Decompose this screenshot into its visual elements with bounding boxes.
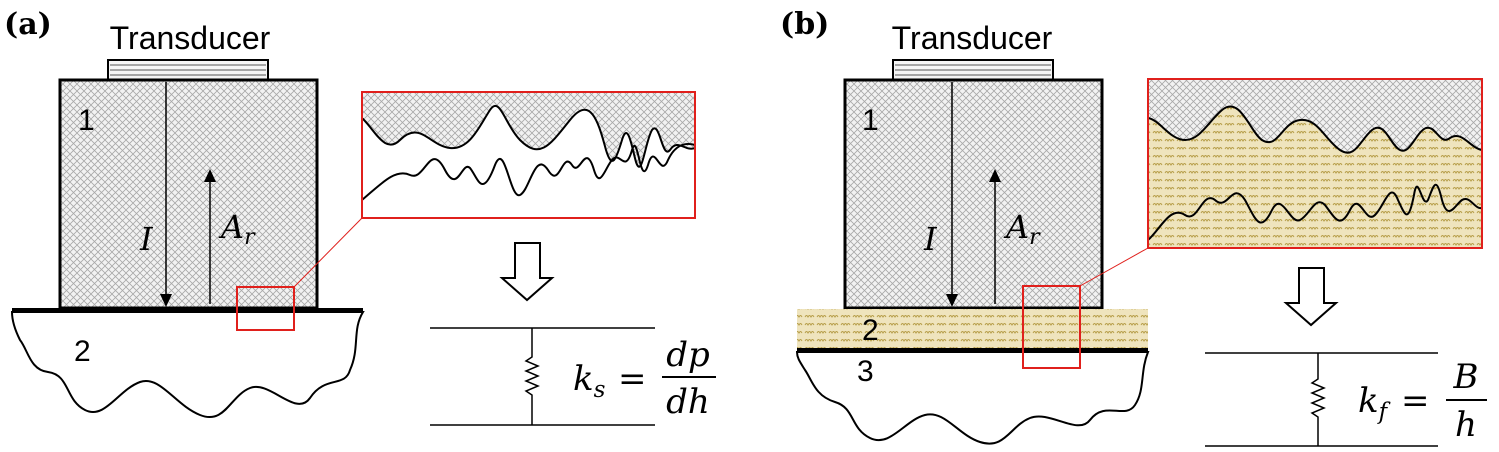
- svg-text:B: B: [1453, 357, 1479, 397]
- svg-text:=: =: [1401, 381, 1430, 421]
- svg-text:dh: dh: [666, 382, 710, 422]
- equivalence-arrow-b: [1283, 267, 1339, 327]
- spring-model-a: [430, 327, 655, 426]
- substrate-2-a: [10, 311, 365, 418]
- stiffness-equation-a: ks = dp dh: [573, 335, 716, 422]
- zoom-connector-a: [293, 217, 363, 288]
- transducer-label-a: Transducer: [110, 20, 271, 56]
- substrate-3-b: [795, 351, 1150, 445]
- zoom-region-box-b: [1022, 285, 1081, 369]
- svg-text:=: =: [618, 359, 647, 399]
- layer-1-label-a: 1: [78, 104, 95, 137]
- material-1-block-a: [58, 78, 319, 310]
- incident-label-a: I: [139, 220, 154, 258]
- fluid-film-inset-b: [1147, 78, 1483, 249]
- spring-model-b: [1205, 352, 1438, 447]
- svg-text:h: h: [1455, 405, 1477, 445]
- zoom-region-box-a: [236, 286, 295, 331]
- reflected-wave-arrow-b: [989, 169, 1001, 304]
- svg-text:ks: ks: [573, 359, 606, 403]
- stiffness-equation-b: kf = B h: [1358, 357, 1487, 445]
- layer-3-label-b: 3: [857, 355, 874, 388]
- zoom-connector-b: [1079, 247, 1149, 287]
- reflected-label-a: Ar: [218, 208, 256, 250]
- svg-text:kf: kf: [1358, 381, 1391, 425]
- rough-contact-inset-a: [361, 91, 696, 219]
- incident-label-b: I: [923, 220, 938, 258]
- reflected-label-b: Ar: [1003, 208, 1041, 250]
- svg-text:dp: dp: [666, 335, 710, 375]
- layer-2-label-a: 2: [74, 335, 91, 368]
- panel-a: (a) Transducer 1 I Ar 2: [4, 7, 716, 426]
- panel-b-label: (b): [780, 7, 829, 42]
- layer-1-label-b: 1: [862, 104, 879, 137]
- panel-b: (b) Transducer 1 I Ar 2 3: [780, 7, 1487, 447]
- transducer-label-b: Transducer: [892, 20, 1053, 56]
- transducer-element-a: [107, 59, 269, 81]
- fluid-layer-2-b: [797, 309, 1148, 349]
- incident-wave-arrow-b: [946, 82, 958, 307]
- incident-wave-arrow-a: [160, 82, 172, 307]
- equivalence-arrow-a: [499, 242, 555, 302]
- transducer-element-b: [892, 59, 1054, 81]
- reflected-wave-arrow-a: [204, 169, 216, 304]
- layer-2-label-b: 2: [862, 314, 879, 347]
- material-1-block-b: [843, 78, 1104, 310]
- panel-a-label: (a): [4, 7, 52, 42]
